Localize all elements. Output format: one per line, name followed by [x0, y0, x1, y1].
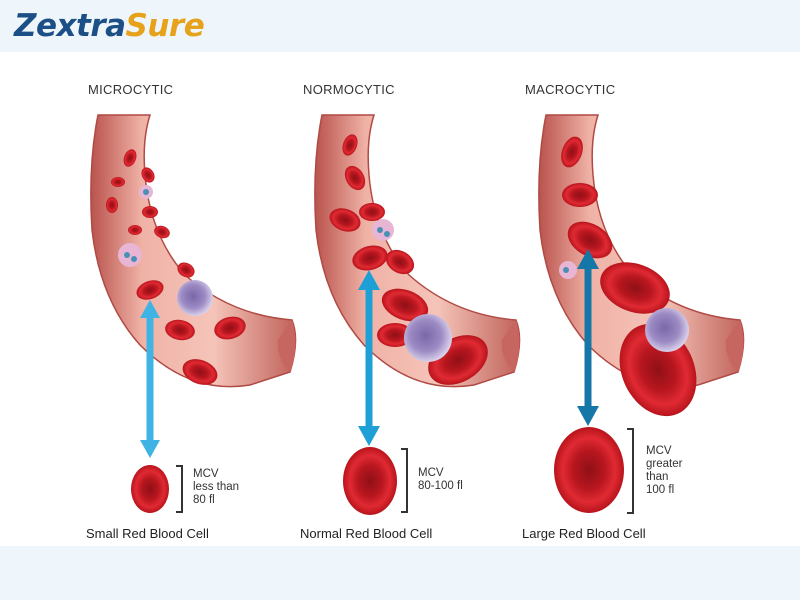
mcv-line: less than	[193, 481, 240, 493]
mcv-line: 100 fl	[646, 484, 675, 496]
logo-text-sure: Sure	[125, 8, 205, 44]
mcv-line: MCV	[646, 445, 672, 457]
mcv-line: 80-100 fl	[418, 480, 463, 492]
brand-logo[interactable]: ZextraSure	[14, 8, 205, 48]
vessel-cells-microcytic	[106, 149, 246, 385]
title-macrocytic: MACROCYTIC	[525, 82, 616, 97]
bracket-microcytic	[176, 465, 183, 513]
mcv-line: than	[646, 471, 669, 483]
mcv-line: MCV	[418, 467, 444, 479]
label-large-red-blood-cell: Large Red Blood Cell	[522, 526, 646, 541]
label-small-red-blood-cell: Small Red Blood Cell	[86, 526, 209, 541]
small-red-blood-cell	[131, 465, 169, 513]
mcv-line: 80 fl	[193, 494, 215, 506]
header-band	[0, 0, 800, 52]
vessel-microcytic	[90, 114, 297, 388]
footer-band	[0, 546, 800, 600]
mcv-text-macrocytic: MCV greater than 100 fl	[646, 445, 682, 497]
bracket-normocytic	[401, 448, 408, 513]
vessel-cells-macrocytic	[559, 136, 697, 417]
title-microcytic: MICROCYTIC	[88, 82, 174, 97]
arrow-macrocytic	[577, 249, 599, 426]
bracket-macrocytic	[627, 428, 634, 514]
arrow-microcytic	[140, 300, 160, 458]
mcv-text-normocytic: MCV 80-100 fl	[418, 467, 463, 493]
mcv-text-microcytic: MCV less than 80 fl	[193, 468, 239, 507]
logo-text-zextra: Zextra	[14, 8, 126, 44]
large-red-blood-cell	[554, 427, 624, 513]
label-normal-red-blood-cell: Normal Red Blood Cell	[300, 526, 433, 541]
mcv-line: greater	[646, 458, 683, 470]
arrow-normocytic	[358, 270, 380, 446]
mcv-line: MCV	[193, 468, 219, 480]
normal-red-blood-cell	[343, 447, 397, 515]
vessel-cells-normocytic	[329, 134, 488, 385]
title-normocytic: NORMOCYTIC	[303, 82, 395, 97]
